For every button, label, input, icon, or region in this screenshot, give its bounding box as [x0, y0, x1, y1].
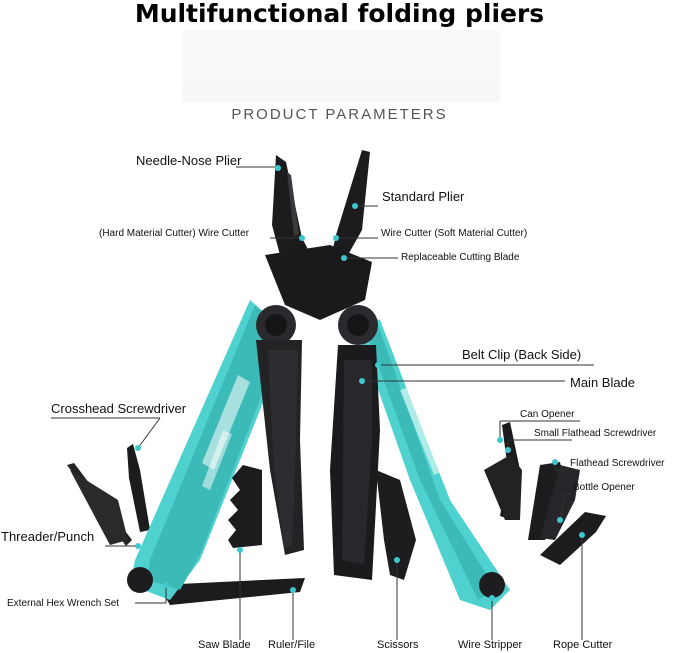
label-belt-clip: Belt Clip (Back Side): [462, 347, 582, 362]
label-rope-cutter: Rope Cutter: [553, 639, 613, 651]
leader-lines: [51, 166, 594, 640]
page-title: Multifunctional folding pliers: [134, 0, 545, 28]
label-crosshead-screwdriver: Crosshead Screwdriver: [51, 401, 187, 416]
label-needle-nose-plier: Needle-Nose Plier: [136, 153, 242, 168]
left-handle: [130, 300, 290, 600]
section-subtitle: PRODUCT PARAMETERS: [231, 106, 448, 123]
title-background-band: [182, 30, 500, 102]
saw-blade-shape: [228, 465, 262, 548]
label-scissors: Scissors: [377, 639, 419, 651]
label-flathead-screwdriver: Flathead Screwdriver: [570, 458, 665, 469]
label-bottle-opener: Bottle Opener: [573, 482, 635, 493]
pivot-screws: [127, 305, 505, 598]
label-can-opener: Can Opener: [520, 409, 575, 420]
right-handle: [350, 310, 510, 610]
label-small-flathead-screwdriver: Small Flathead Screwdriver: [534, 428, 657, 439]
label-standard-plier: Standard Plier: [382, 189, 465, 204]
label-hex-wrench-set: External Hex Wrench Set: [7, 598, 120, 609]
label-main-blade: Main Blade: [570, 375, 636, 390]
label-threader-punch: Threader/Punch: [1, 529, 95, 544]
label-soft-wire-cutter: Wire Cutter (Soft Material Cutter): [381, 228, 528, 239]
label-hard-wire-cutter: (Hard Material Cutter) Wire Cutter: [99, 228, 250, 239]
label-wire-stripper: Wire Stripper: [458, 639, 523, 651]
marker-dots: [135, 165, 585, 601]
plier-jaws: [265, 150, 372, 320]
right-accessory-tools: [484, 422, 606, 565]
label-replaceable-cutting-blade: Replaceable Cutting Blade: [401, 252, 520, 263]
label-ruler-file: Ruler/File: [268, 639, 316, 651]
scissors-shape: [376, 470, 416, 580]
left-accessory-tools: [67, 444, 305, 605]
label-saw-blade: Saw Blade: [198, 639, 251, 651]
